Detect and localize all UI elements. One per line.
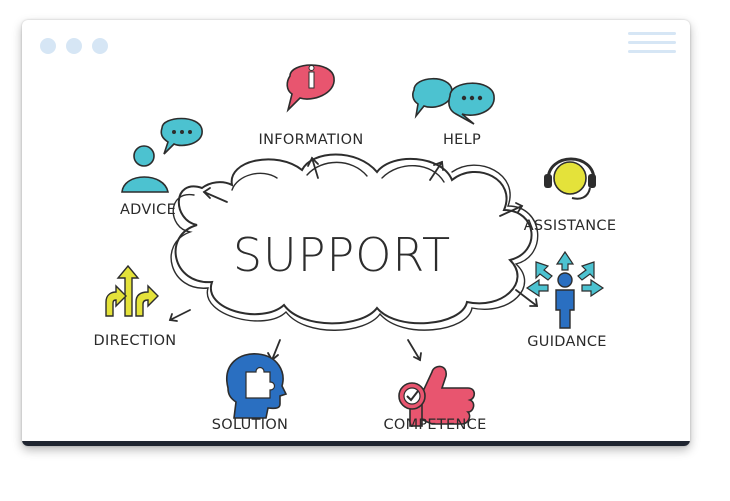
direction-arrows-icon: [105, 264, 159, 317]
hamburger-icon[interactable]: [628, 32, 676, 54]
node-label-help: HELP: [442, 132, 482, 148]
node-label-guidance: GUIDANCE: [527, 334, 607, 350]
node-label-direction: DIRECTION: [93, 333, 177, 349]
node-label-advice: ADVICE: [119, 202, 177, 218]
node-label-assistance: ASSISTANCE: [523, 218, 617, 234]
center-label: SUPPORT: [232, 228, 452, 282]
person-speech-icon: [121, 117, 203, 193]
person-arrows-icon: [525, 250, 605, 329]
window-dot-3[interactable]: [92, 38, 108, 54]
window-bottom-bar: [22, 441, 690, 446]
headset-icon: [544, 157, 596, 200]
head-puzzle-icon: [226, 353, 288, 419]
thumbs-up-check-icon: [398, 365, 476, 427]
app-window: SUPPORT INFORMATION HELP ADVICE ASSISTAN…: [22, 20, 690, 446]
node-label-information: INFORMATION: [258, 132, 364, 148]
info-speech-bubble-icon: [286, 64, 335, 113]
chat-bubbles-icon: [412, 78, 495, 125]
node-label-solution: SOLUTION: [211, 417, 289, 433]
node-label-competence: COMPETENCE: [383, 417, 487, 433]
support-diagram: [105, 64, 605, 427]
window-dot-1[interactable]: [40, 38, 56, 54]
window-dot-2[interactable]: [66, 38, 82, 54]
